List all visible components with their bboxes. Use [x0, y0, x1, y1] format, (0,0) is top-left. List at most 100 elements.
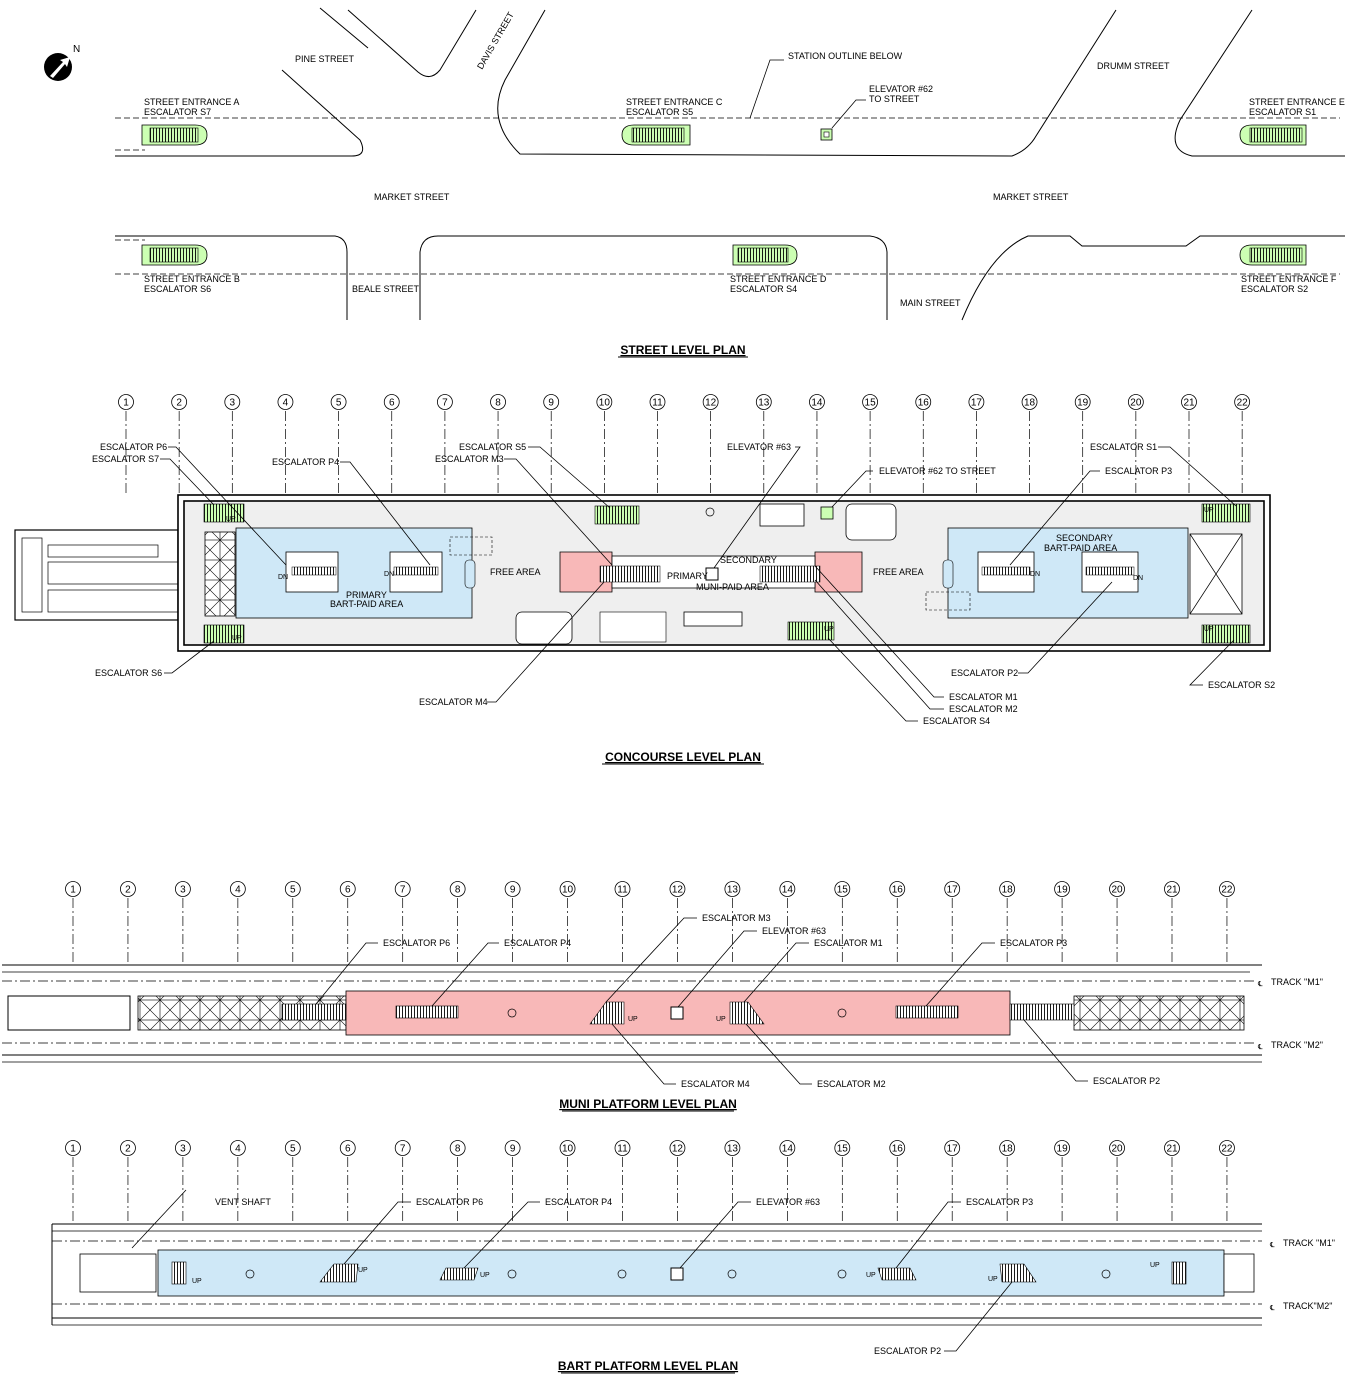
street-escalator-s7 [141, 124, 208, 146]
muni-grid-bubble [944, 881, 961, 897]
bart-grid-number: 6 [345, 1144, 351, 1155]
street-escalator-s5 [621, 124, 691, 146]
muni-grid-bubble [779, 881, 796, 897]
concourse-grid-bubble [330, 394, 347, 410]
bart-escalator-p3 [877, 1267, 917, 1281]
concourse-elev62-label: ELEVATOR #62 TO STREET [879, 466, 996, 476]
bart-p3-label: ESCALATOR P3 [966, 1197, 1033, 1207]
muni-grid-bubble [174, 881, 191, 897]
street-escalator-s4 [732, 244, 798, 266]
elevator-63-concourse-icon [705, 567, 719, 581]
muni-escalator-p3 [895, 1005, 959, 1019]
bart-grid-bubble [944, 1140, 961, 1156]
concourse-grid-number: 17 [971, 398, 983, 409]
muni-grid-bubble [724, 881, 741, 897]
bart-grid-bubble [1054, 1140, 1070, 1156]
bart-grid-bubble [339, 1140, 356, 1156]
concourse-grid-number: 11 [652, 398, 663, 409]
bart-grid-number: 13 [727, 1144, 739, 1155]
bart-grid-bubble [669, 1140, 686, 1156]
concourse-grid-bubble [809, 394, 825, 410]
concourse-grid-bubble [649, 394, 666, 410]
bart-grid-number: 11 [617, 1144, 628, 1155]
bart-vent-label: VENT SHAFT [215, 1197, 271, 1207]
curb-se [961, 235, 1345, 321]
street-level-plan: PINE STREET DAVIS STREET DRUMM STREET BE… [115, 7, 1345, 358]
muni-grid-number: 1 [70, 885, 76, 896]
bart-grid-number: 7 [400, 1144, 406, 1155]
muni-grid-number: 8 [455, 885, 461, 896]
concourse-s2-label: ESCALATOR S2 [1208, 680, 1275, 690]
concourse-m2-label: ESCALATOR M2 [949, 704, 1018, 714]
bart-grid-number: 19 [1057, 1144, 1069, 1155]
secondary-muni-paid-area-east [814, 551, 863, 593]
bart-grid-bubble [394, 1140, 411, 1156]
street-level-title: STREET LEVEL PLAN [620, 343, 745, 357]
muni-grid-number: 21 [1166, 885, 1178, 896]
muni-p6-label: ESCALATOR P6 [383, 938, 450, 948]
bart-grid-number: 17 [947, 1144, 959, 1155]
bart-stair-west [171, 1261, 187, 1285]
concourse-grid-bubble [1021, 394, 1038, 410]
north-label: N [73, 44, 80, 55]
escalator-s2-concourse [1201, 624, 1251, 644]
concourse-s7-label: ESCALATOR S7 [92, 454, 159, 464]
escalator-p4-concourse [393, 566, 439, 576]
concourse-grid-bubble [862, 394, 878, 410]
bart-grid-number: 21 [1166, 1144, 1178, 1155]
muni-up-label-m4: UP [628, 1016, 638, 1023]
muni-grid-bubble [669, 881, 686, 897]
concourse-grid-number: 21 [1183, 398, 1195, 409]
muni-escalator-m1-m2 [729, 1001, 765, 1025]
bart-grid-bubble [504, 1140, 521, 1156]
concourse-grid-number: 9 [548, 398, 554, 409]
bart-grid-number: 16 [892, 1144, 904, 1155]
bart-grid-bubble [65, 1140, 81, 1156]
concourse-grid-bubble [755, 394, 772, 410]
concourse-grid-number: 4 [283, 398, 289, 409]
curb-pine-davis [347, 9, 477, 77]
muni-grid-number: 15 [837, 885, 849, 896]
entrance-e-escalator: ESCALATOR S1 [1249, 107, 1316, 117]
free-area-label-west: FREE AREA [490, 567, 541, 577]
concourse-grid-number: 1 [123, 398, 129, 409]
up-label-s2: UP [1204, 626, 1214, 633]
bart-grid-number: 20 [1111, 1144, 1123, 1155]
bart-escalator-p6 [319, 1263, 359, 1283]
bart-platform [157, 1249, 1225, 1297]
muni-grid-number: 12 [672, 885, 684, 896]
muni-grid-bubble [449, 881, 466, 897]
muni-grid-bubble [65, 881, 81, 897]
bart-grid-bubble [834, 1140, 851, 1156]
concourse-grid-bubble [277, 394, 294, 410]
svg-text:℄: ℄ [1257, 981, 1263, 988]
secondary-bart-label-2: BART-PAID AREA [1044, 543, 1117, 553]
dn-label-p3: DN [1030, 571, 1040, 578]
bart-grid-bubble [559, 1140, 576, 1156]
muni-grid-bubble [834, 881, 851, 897]
concourse-grid-bubble [171, 394, 188, 410]
muni-p3-label: ESCALATOR P3 [1000, 938, 1067, 948]
entrance-b-label: STREET ENTRANCE B [144, 274, 240, 284]
concourse-grid-bubble [1234, 394, 1251, 410]
muni-elev63-label: ELEVATOR #63 [762, 926, 826, 936]
muni-elevator-63-icon [670, 1006, 684, 1020]
station-outline-label: STATION OUTLINE BELOW [788, 51, 903, 61]
concourse-grid-number: 18 [1024, 398, 1036, 409]
concourse-grid-bubble [968, 394, 985, 410]
bart-up-label-w: UP [192, 1278, 202, 1285]
bart-track-m1-label: TRACK "M1" [1283, 1238, 1335, 1248]
curb-ne [1174, 9, 1345, 157]
muni-grid-number: 18 [1002, 885, 1014, 896]
muni-m3-label: ESCALATOR M3 [702, 913, 771, 923]
concourse-s4-label: ESCALATOR S4 [923, 716, 990, 726]
muni-grid-bubble [559, 881, 576, 897]
concourse-grid-number: 6 [389, 398, 395, 409]
concourse-grid-number: 14 [811, 398, 823, 409]
concourse-grid-number: 10 [599, 398, 611, 409]
